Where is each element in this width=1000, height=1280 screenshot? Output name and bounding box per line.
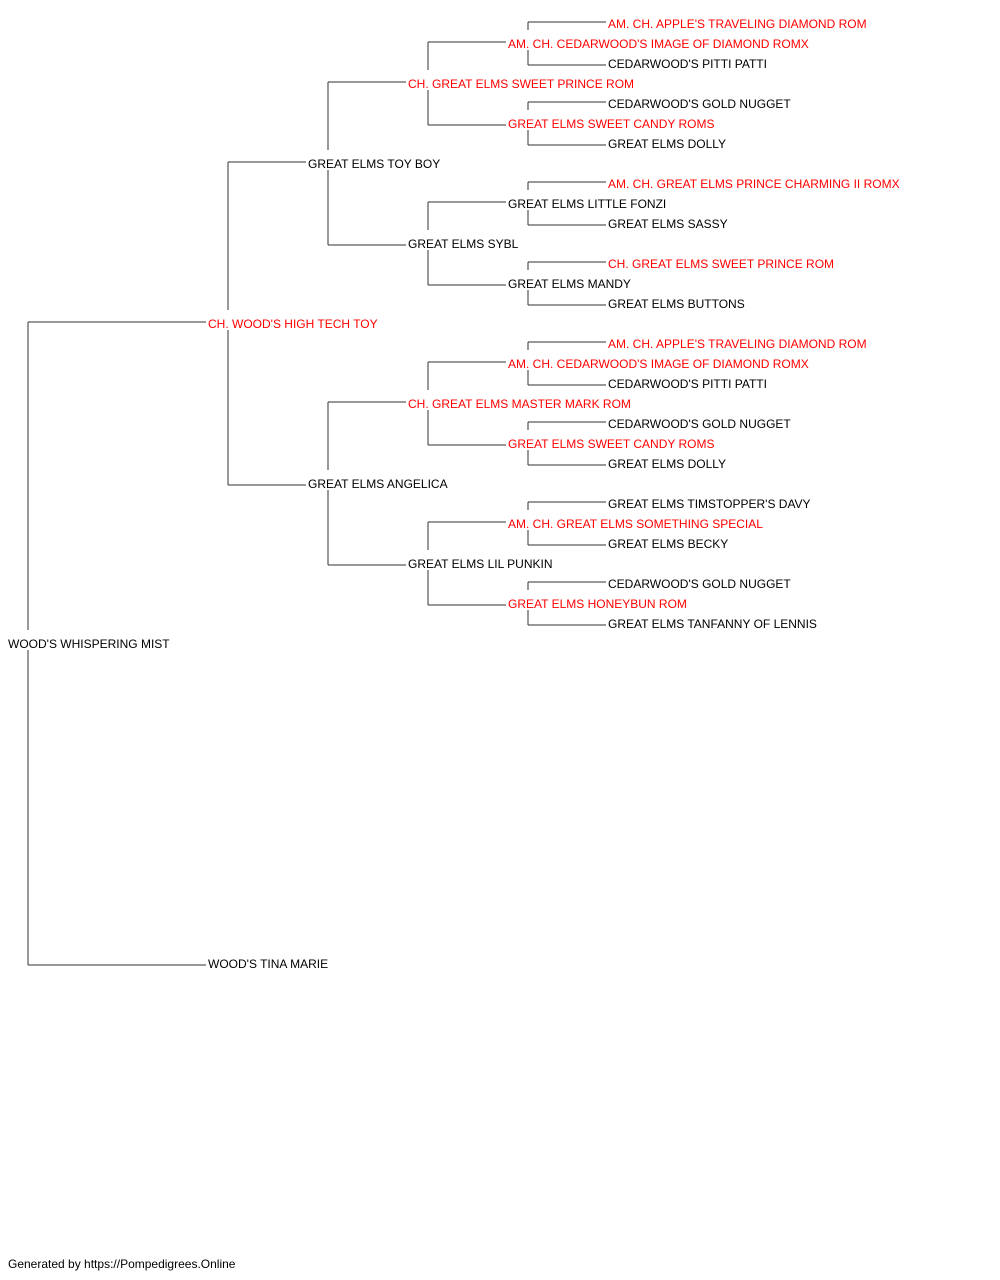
dog-name-gen1[interactable]: CH. WOOD'S HIGH TECH TOY	[208, 317, 378, 331]
dog-name-gen5[interactable]: CEDARWOOD'S PITTI PATTI	[608, 377, 767, 391]
dog-name-gen5[interactable]: GREAT ELMS TIMSTOPPER'S DAVY	[608, 497, 811, 511]
dog-name-gen3[interactable]: CH. GREAT ELMS MASTER MARK ROM	[408, 397, 631, 411]
dog-name-gen5[interactable]: GREAT ELMS BECKY	[608, 537, 728, 551]
dog-name-gen1[interactable]: WOOD'S TINA MARIE	[208, 957, 328, 971]
dog-name-gen3[interactable]: GREAT ELMS LIL PUNKIN	[408, 557, 553, 571]
dog-name-gen2[interactable]: GREAT ELMS ANGELICA	[308, 477, 448, 491]
footer-credit: Generated by https://Pompedigrees.Online	[8, 1257, 236, 1271]
dog-name-gen5[interactable]: GREAT ELMS DOLLY	[608, 137, 726, 151]
dog-name-gen5[interactable]: GREAT ELMS BUTTONS	[608, 297, 745, 311]
dog-name-gen5[interactable]: CEDARWOOD'S PITTI PATTI	[608, 57, 767, 71]
dog-name-gen4[interactable]: GREAT ELMS SWEET CANDY ROMS	[508, 437, 714, 451]
dog-name-gen5[interactable]: CEDARWOOD'S GOLD NUGGET	[608, 97, 791, 111]
dog-name-gen5[interactable]: CH. GREAT ELMS SWEET PRINCE ROM	[608, 257, 834, 271]
dog-name-gen5[interactable]: GREAT ELMS DOLLY	[608, 457, 726, 471]
dog-name-gen5[interactable]: AM. CH. APPLE'S TRAVELING DIAMOND ROM	[608, 337, 867, 351]
dog-name-gen5[interactable]: AM. CH. GREAT ELMS PRINCE CHARMING II RO…	[608, 177, 900, 191]
dog-name-gen4[interactable]: GREAT ELMS LITTLE FONZI	[508, 197, 666, 211]
dog-name-gen5[interactable]: AM. CH. APPLE'S TRAVELING DIAMOND ROM	[608, 17, 867, 31]
dog-name-gen0[interactable]: WOOD'S WHISPERING MIST	[8, 637, 170, 651]
dog-name-gen5[interactable]: GREAT ELMS TANFANNY OF LENNIS	[608, 617, 817, 631]
dog-name-gen4[interactable]: GREAT ELMS HONEYBUN ROM	[508, 597, 687, 611]
dog-name-gen4[interactable]: AM. CH. CEDARWOOD'S IMAGE OF DIAMOND ROM…	[508, 37, 809, 51]
dog-name-gen4[interactable]: GREAT ELMS SWEET CANDY ROMS	[508, 117, 714, 131]
dog-name-gen5[interactable]: CEDARWOOD'S GOLD NUGGET	[608, 417, 791, 431]
dog-name-gen2[interactable]: GREAT ELMS TOY BOY	[308, 157, 440, 171]
dog-name-gen4[interactable]: GREAT ELMS MANDY	[508, 277, 631, 291]
dog-name-gen5[interactable]: CEDARWOOD'S GOLD NUGGET	[608, 577, 791, 591]
dog-name-gen3[interactable]: GREAT ELMS SYBL	[408, 237, 519, 251]
dog-name-gen4[interactable]: AM. CH. GREAT ELMS SOMETHING SPECIAL	[508, 517, 763, 531]
dog-name-gen5[interactable]: GREAT ELMS SASSY	[608, 217, 728, 231]
dog-name-gen3[interactable]: CH. GREAT ELMS SWEET PRINCE ROM	[408, 77, 634, 91]
dog-name-gen4[interactable]: AM. CH. CEDARWOOD'S IMAGE OF DIAMOND ROM…	[508, 357, 809, 371]
